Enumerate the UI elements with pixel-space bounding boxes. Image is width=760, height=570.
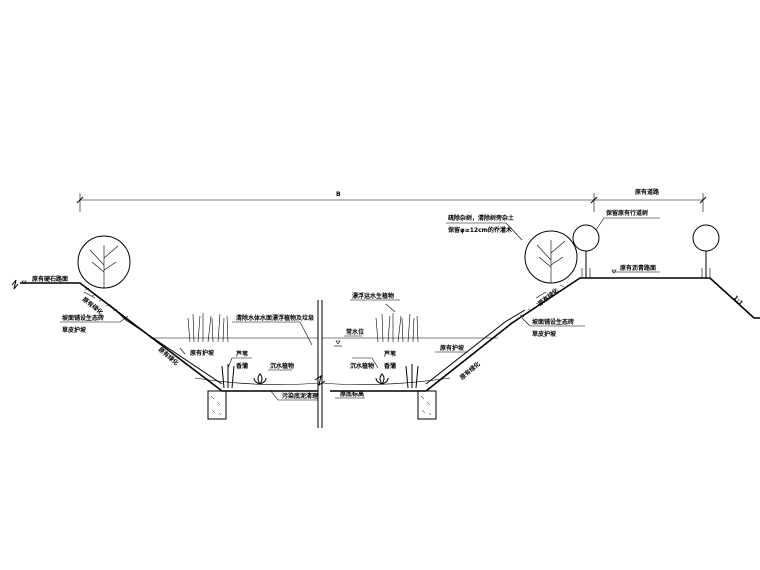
reed-cluster-left <box>187 313 229 343</box>
label-left-submerged: 沉水植物 <box>270 362 294 370</box>
label-left-slope-a: 坡面铺设生态砖 <box>62 314 104 322</box>
street-tree-2 <box>692 224 720 278</box>
cattail-right <box>405 364 419 389</box>
label-right-submerged: 沉水植物 <box>350 362 374 370</box>
slope-ratio-label: 1:1 <box>732 294 745 307</box>
street-tree-1 <box>572 224 600 278</box>
dimension-total-label: B <box>336 191 341 198</box>
label-right-clear-1: 疏除杂树，清除树旁杂土 <box>448 214 514 222</box>
label-right-slope-top: 原有绿化 <box>536 286 560 307</box>
annotation-labels: 原有硬石路面 原有绿化 坡面铺设生态砖 草皮护坡 原有绿化 原有护坡 清除水体水… <box>32 209 656 400</box>
tree-right <box>524 230 578 284</box>
slope-protection <box>84 284 565 385</box>
label-left-cattail: 香蒲 <box>235 362 248 370</box>
dimension-road-label: 原有道路 <box>635 188 660 196</box>
label-right-bottom: 原底标高 <box>340 390 364 398</box>
label-left-bottom: 污染底泥清理 <box>282 392 318 400</box>
footing-left <box>207 390 227 420</box>
label-right-toe: 原有护坡 <box>440 344 464 352</box>
label-right-reed: 芦苇 <box>384 350 396 358</box>
tree-left <box>77 235 131 289</box>
submerged-plant-left <box>253 373 267 385</box>
label-left-toe: 原有护坡 <box>190 349 214 357</box>
label-right-road-edge: 原有沥青路面 <box>620 264 656 272</box>
label-left-reed: 芦苇 <box>236 350 248 358</box>
submerged-plant-right <box>375 373 389 385</box>
label-right-slope-a: 坡面铺设生态砖 <box>532 318 574 326</box>
label-left-top-edge: 原有硬石路面 <box>32 275 68 283</box>
water-level <box>150 337 498 385</box>
label-left-slope-b: 草皮护坡 <box>62 326 86 334</box>
label-right-cattail: 香蒲 <box>383 362 396 370</box>
footing-right <box>417 390 437 420</box>
label-right-keep: 保留原有行道树 <box>605 209 648 217</box>
leader-lines <box>21 217 660 401</box>
label-right-clear-2: 保留φ≥12cm的乔灌木 <box>447 226 513 234</box>
label-right-water: 常水位 <box>346 328 364 336</box>
label-right-slope-b: 草皮护坡 <box>532 330 556 338</box>
label-left-floating: 清除水体水面漂浮植物及垃圾 <box>236 314 315 322</box>
label-right-floating: 漂浮运水生植物 <box>352 292 394 300</box>
reed-cluster-right <box>375 313 419 343</box>
dimension-line: B 原有道路 <box>76 188 707 212</box>
